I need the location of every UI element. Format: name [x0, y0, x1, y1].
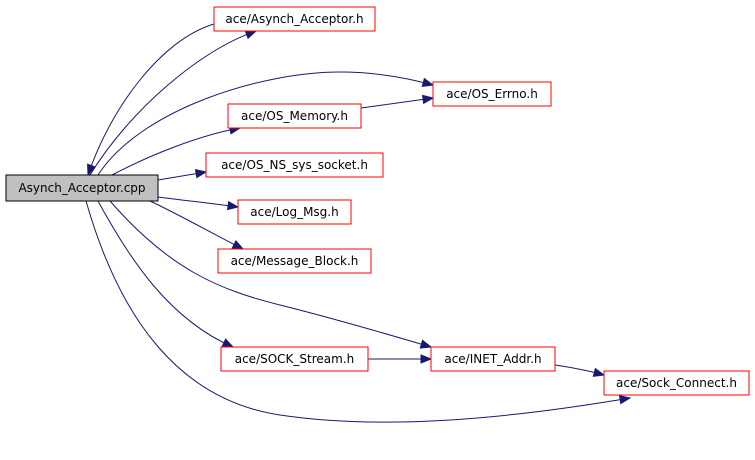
node-box — [432, 81, 552, 107]
edge-sock_stream_h-to-inet_addr_h — [368, 354, 433, 364]
node-inet-addr-h[interactable]: ace/INET_Addr.h — [430, 346, 556, 372]
arrowhead — [221, 338, 235, 348]
arrowhead — [226, 200, 240, 211]
node-box — [430, 346, 556, 372]
node-box — [227, 103, 362, 129]
node-label: ace/Sock_Connect.h — [616, 376, 737, 390]
arrowhead — [87, 163, 96, 177]
edge-root-to-os_ns_sys_socket_h — [157, 169, 208, 181]
node-box — [220, 346, 369, 372]
edge-root-to-inet_addr_h — [109, 200, 433, 349]
node-os-memory-h[interactable]: ace/OS_Memory.h — [227, 103, 362, 129]
edge-os_memory_h-to-os_errno_h — [360, 94, 435, 109]
edge-line — [97, 200, 234, 348]
edge-line — [109, 200, 432, 348]
node-label: ace/Message_Block.h — [231, 254, 359, 268]
edge-inet_addr_h-to-sock_connect_h — [554, 364, 606, 377]
node-label: ace/OS_NS_sys_socket.h — [221, 158, 368, 172]
node-asynch-acceptor-h[interactable]: ace/Asynch_Acceptor.h — [213, 6, 376, 32]
node-box — [5, 174, 159, 202]
arrowhead — [194, 169, 208, 179]
node-message-block-h[interactable]: ace/Message_Block.h — [217, 248, 372, 274]
node-box — [217, 248, 372, 274]
edge-line — [157, 196, 239, 208]
edge-line — [89, 30, 257, 176]
node-box — [213, 6, 376, 32]
nodes-layer: Asynch_Acceptor.cpp ace/Asynch_Acceptor.h… — [5, 6, 750, 396]
node-label: Asynch_Acceptor.cpp — [18, 181, 145, 195]
arrowhead — [592, 367, 606, 377]
arrowhead — [421, 94, 435, 105]
node-label: ace/Log_Msg.h — [250, 205, 338, 219]
arrowhead — [244, 30, 258, 40]
arrowhead — [421, 77, 435, 87]
edge-root-to-os_errno_h — [97, 71, 435, 176]
arrowhead — [231, 240, 245, 250]
node-box — [205, 152, 384, 178]
arrowhead — [419, 339, 433, 349]
node-os-errno-h[interactable]: ace/OS_Errno.h — [432, 81, 552, 107]
node-label: ace/Asynch_Acceptor.h — [225, 12, 363, 26]
node-label: ace/SOCK_Stream.h — [235, 352, 355, 366]
edge-line — [360, 97, 434, 109]
arrowhead — [618, 395, 632, 405]
node-label: ace/INET_Addr.h — [444, 352, 541, 366]
node-sock-stream-h[interactable]: ace/SOCK_Stream.h — [220, 346, 369, 372]
edge-line — [87, 23, 215, 176]
node-box — [603, 370, 750, 396]
edge-root-to-log_msg_h — [157, 196, 240, 211]
edge-root-to-sock_stream_h — [97, 200, 235, 348]
node-root[interactable]: Asynch_Acceptor.cpp — [5, 174, 159, 202]
node-log-msg-h[interactable]: ace/Log_Msg.h — [237, 199, 352, 225]
arrowhead — [420, 354, 433, 364]
edge-line — [85, 200, 631, 423]
edge-line — [111, 127, 241, 176]
edge-asynch_acceptor_h-to-root — [87, 23, 215, 177]
node-label: ace/OS_Memory.h — [241, 109, 348, 123]
edge-root-to-sock_connect_h — [85, 200, 632, 423]
node-box — [237, 199, 352, 225]
node-os-ns-sys-socket-h[interactable]: ace/OS_NS_sys_socket.h — [205, 152, 384, 178]
edge-line — [97, 71, 434, 176]
node-label: ace/OS_Errno.h — [446, 87, 538, 101]
node-sock-connect-h[interactable]: ace/Sock_Connect.h — [603, 370, 750, 396]
